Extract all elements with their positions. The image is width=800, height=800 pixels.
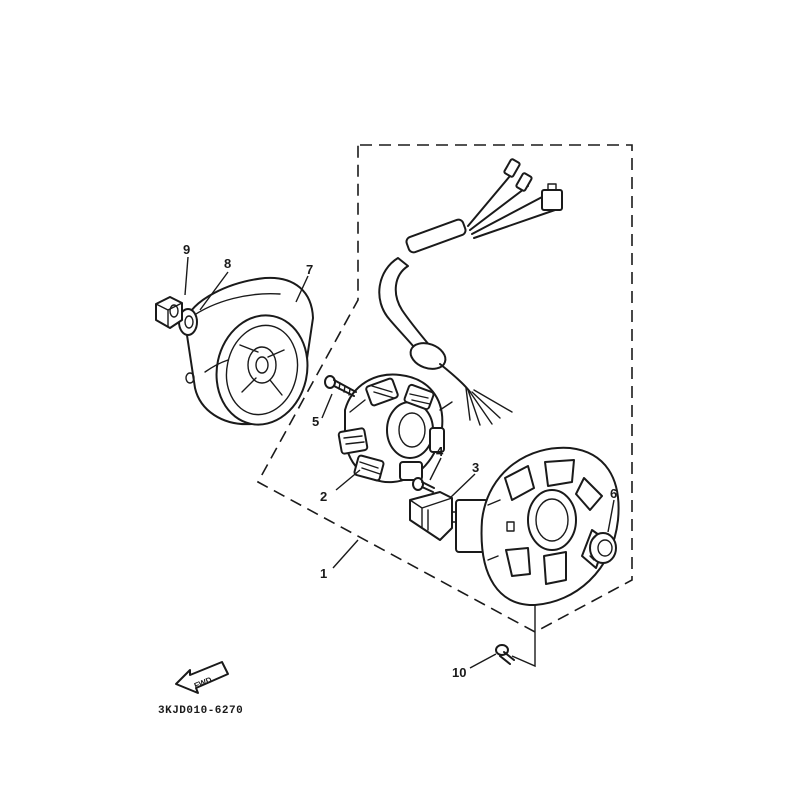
callout-4: 4 bbox=[436, 444, 444, 459]
wire-harness bbox=[378, 158, 563, 426]
stator-coil bbox=[337, 373, 453, 484]
callout-6: 6 bbox=[610, 486, 617, 501]
rotor-flywheel bbox=[184, 276, 314, 426]
pickup-screw bbox=[412, 477, 435, 493]
leader-lines bbox=[184, 256, 615, 669]
arrow-icon bbox=[175, 661, 229, 694]
callout-7: 7 bbox=[306, 262, 313, 277]
callout-10: 10 bbox=[452, 665, 466, 680]
nut bbox=[155, 296, 183, 329]
stator-base-plate bbox=[480, 446, 620, 607]
forward-marker: FWD bbox=[175, 661, 229, 694]
callout-9: 9 bbox=[183, 242, 190, 257]
pickup-coil bbox=[409, 491, 489, 553]
callout-3: 3 bbox=[472, 460, 479, 475]
callout-5: 5 bbox=[312, 414, 319, 429]
figure-code: 3KJD010-6270 bbox=[158, 705, 243, 717]
callout-2: 2 bbox=[320, 489, 327, 504]
base-screw bbox=[495, 644, 515, 665]
callout-1: 1 bbox=[320, 566, 327, 581]
stator-screw bbox=[324, 375, 357, 397]
callout-8: 8 bbox=[224, 256, 231, 271]
oil-seal bbox=[589, 532, 617, 564]
